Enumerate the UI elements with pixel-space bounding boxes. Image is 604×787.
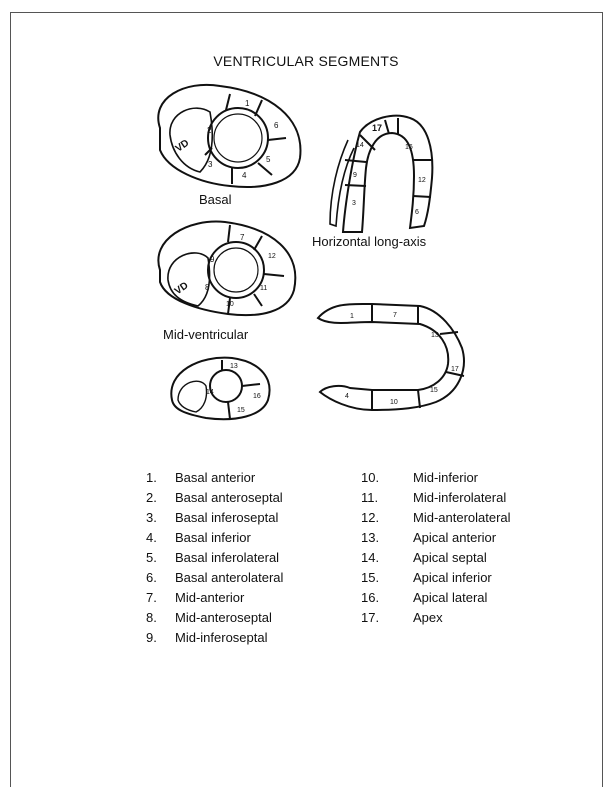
apical-short-axis-figure: 13 14 15 16 [171, 358, 269, 420]
segment-label-6: 6 [274, 121, 279, 130]
legend-number: 12. [361, 510, 379, 525]
legend-number: 8. [146, 610, 157, 625]
legend-label: Apex [413, 610, 443, 625]
legend-number: 15. [361, 570, 379, 585]
caption-horizontal-long-axis: Horizontal long-axis [312, 234, 426, 249]
legend-number: 7. [146, 590, 157, 605]
segment-label-3: 3 [208, 160, 213, 169]
legend-label: Basal anterior [175, 470, 255, 485]
legend-number: 4. [146, 530, 157, 545]
legend-number: 5. [146, 550, 157, 565]
caption-basal: Basal [199, 192, 232, 207]
legend-number: 9. [146, 630, 157, 645]
hla-label-12: 12 [418, 177, 426, 184]
hla-label-6: 6 [415, 209, 419, 216]
legend-label: Mid-inferior [413, 470, 478, 485]
segment-label-4: 4 [242, 171, 247, 180]
vla-label-4: 4 [345, 393, 349, 400]
vertical-long-axis-figure: 1 7 13 17 4 10 15 [318, 304, 464, 410]
caption-mid-ventricular: Mid-ventricular [163, 327, 248, 342]
legend-label: Mid-anteroseptal [175, 610, 272, 625]
legend-number: 6. [146, 570, 157, 585]
legend-left-column: 1. Basal anterior 2. Basal anteroseptal 3.… [146, 470, 326, 680]
legend-label: Basal anterolateral [175, 570, 283, 585]
legend-number: 13. [361, 530, 379, 545]
segment-label-15: 15 [237, 407, 245, 414]
vla-label-7: 7 [393, 312, 397, 319]
legend-number: 1. [146, 470, 157, 485]
hla-label-14: 14 [356, 142, 364, 149]
legend-number: 17. [361, 610, 379, 625]
segment-label-9: 9 [210, 255, 215, 264]
mid-short-axis-figure: 7 8 9 10 11 12 VD [158, 222, 295, 316]
ventricular-segments-diagram: 1 2 3 4 5 6 VD 7 8 9 10 11 12 VD 13 14 1… [0, 0, 604, 470]
legend-label: Mid-inferolateral [413, 490, 506, 505]
legend-label: Basal inferior [175, 530, 251, 545]
legend-number: 11. [361, 490, 378, 505]
hla-label-16: 16 [405, 144, 413, 151]
legend-label: Mid-anterolateral [413, 510, 511, 525]
hla-label-3: 3 [352, 200, 356, 207]
vla-label-10: 10 [390, 399, 398, 406]
legend-label: Mid-anterior [175, 590, 244, 605]
vla-label-1: 1 [350, 313, 354, 320]
legend-right-column: 10. Mid-inferior 11. Mid-inferolateral 12.… [361, 470, 551, 660]
segment-label-11: 11 [260, 285, 267, 292]
segment-label-14: 14 [206, 389, 214, 396]
legend-number: 3. [146, 510, 157, 525]
basal-short-axis-figure: 1 2 3 4 5 6 VD [158, 85, 300, 187]
vla-label-13: 13 [431, 332, 439, 339]
legend-label: Apical lateral [413, 590, 487, 605]
vla-label-15: 15 [430, 387, 438, 394]
segment-label-13: 13 [230, 363, 238, 370]
segment-label-7: 7 [240, 233, 245, 242]
segment-label-1: 1 [245, 99, 250, 108]
rv-label-basal: VD [174, 138, 192, 155]
hla-label-9: 9 [353, 172, 357, 179]
segment-label-10: 10 [226, 301, 234, 308]
legend-label: Basal inferolateral [175, 550, 279, 565]
legend-label: Apical anterior [413, 530, 496, 545]
legend-label: Apical septal [413, 550, 487, 565]
legend-label: Basal inferoseptal [175, 510, 278, 525]
legend-number: 14. [361, 550, 379, 565]
segment-label-16: 16 [253, 393, 261, 400]
segment-label-5: 5 [266, 155, 271, 164]
legend-label: Apical inferior [413, 570, 492, 585]
legend-label: Mid-inferoseptal [175, 630, 268, 645]
legend-number: 2. [146, 490, 157, 505]
legend-label: Basal anteroseptal [175, 490, 283, 505]
segment-label-12: 12 [268, 253, 276, 260]
hla-label-17: 17 [372, 123, 382, 133]
segment-label-8: 8 [205, 283, 210, 292]
horizontal-long-axis-figure: 17 14 16 9 12 3 6 [330, 116, 432, 232]
vla-label-17: 17 [451, 366, 459, 373]
segment-label-2: 2 [207, 126, 212, 135]
legend-number: 10. [361, 470, 379, 485]
legend-number: 16. [361, 590, 379, 605]
